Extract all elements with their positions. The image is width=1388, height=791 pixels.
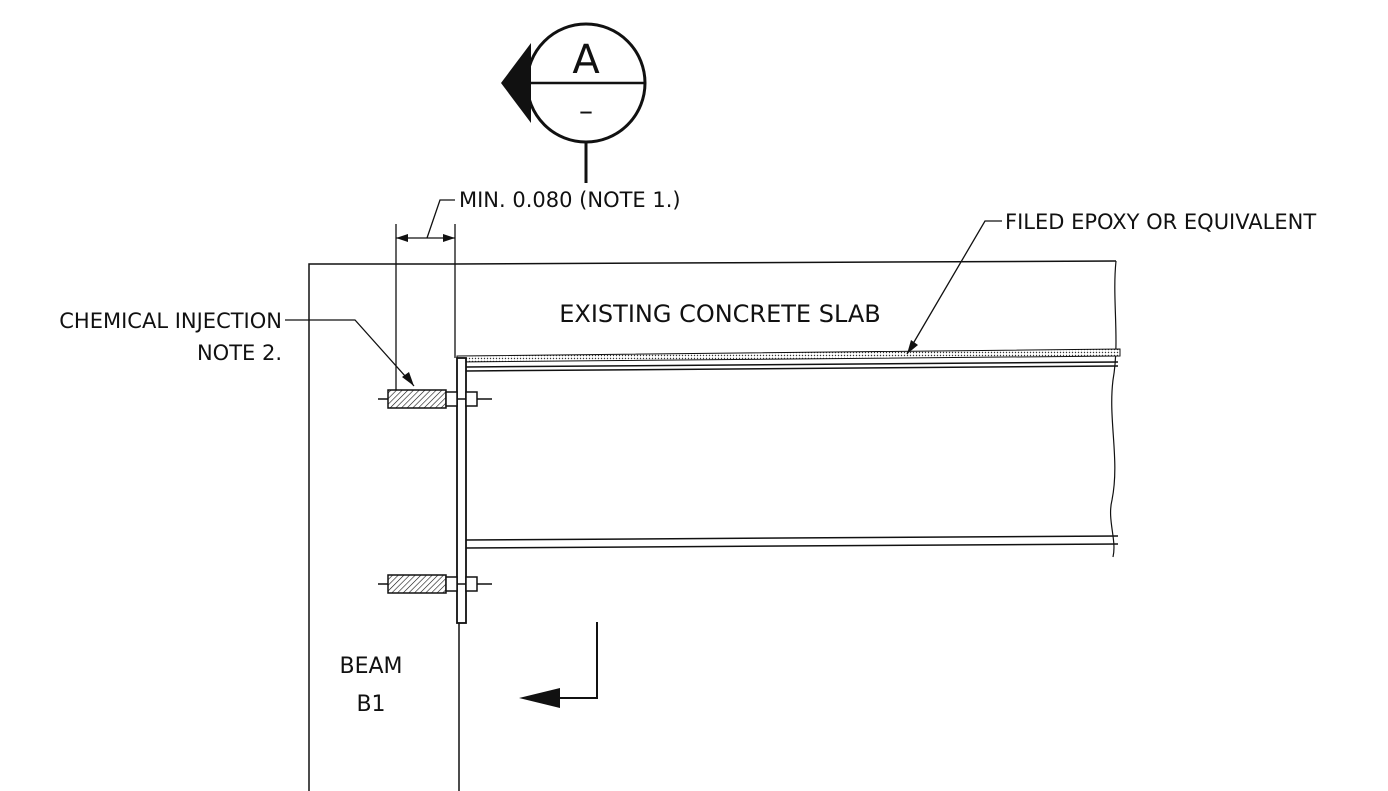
arrow-right-icon bbox=[443, 234, 455, 242]
arrow-left-icon bbox=[396, 234, 408, 242]
bottom-flange-line-2 bbox=[465, 543, 1119, 549]
section-marker: A – bbox=[501, 22, 647, 183]
chemical-injection-callout: CHEMICAL INJECTION NOTE 2. bbox=[59, 309, 415, 387]
epoxy-callout: FILED EPOXY OR EQUIVALENT bbox=[906, 210, 1316, 355]
top-flange-line bbox=[465, 361, 1119, 368]
bottom-flange-line bbox=[465, 535, 1119, 541]
anchor-bolt-top bbox=[378, 389, 492, 409]
epoxy-leader bbox=[906, 220, 1002, 355]
chemical-anchor bbox=[387, 389, 447, 409]
cut-line bbox=[560, 622, 598, 699]
section-cut-arrow bbox=[519, 622, 598, 708]
nut bbox=[465, 391, 478, 407]
section-sheet: – bbox=[579, 94, 593, 127]
end-plate bbox=[456, 357, 467, 624]
min-dimension: MIN. 0.080 (NOTE 1.) bbox=[395, 188, 681, 390]
epoxy-layer bbox=[456, 348, 1121, 363]
beam-outline-left bbox=[308, 263, 455, 791]
min-dimension-label: MIN. 0.080 (NOTE 1.) bbox=[459, 188, 681, 212]
beam-label: BEAM bbox=[339, 654, 402, 679]
top-flange-line-2 bbox=[465, 365, 1119, 372]
epoxy-label: FILED EPOXY OR EQUIVALENT bbox=[1005, 210, 1316, 234]
beam-id-label: B1 bbox=[356, 692, 385, 717]
slab-label: EXISTING CONCRETE SLAB bbox=[559, 300, 881, 328]
anchor-bolt-bottom bbox=[378, 574, 492, 594]
nut bbox=[445, 576, 458, 592]
slab-top-edge bbox=[454, 260, 1117, 265]
leader-arrow-icon bbox=[402, 372, 414, 386]
injection-label: CHEMICAL INJECTION bbox=[59, 309, 282, 333]
chemical-anchor bbox=[387, 574, 447, 594]
existing-slab: EXISTING CONCRETE SLAB bbox=[454, 260, 1121, 558]
section-arrow-icon bbox=[501, 43, 531, 123]
injection-leader bbox=[285, 319, 415, 387]
leader-arrow-icon bbox=[907, 340, 918, 354]
section-letter: A bbox=[572, 37, 600, 83]
nut bbox=[465, 576, 478, 592]
beam-b1: BEAM B1 bbox=[308, 263, 460, 791]
break-line bbox=[1110, 260, 1117, 558]
nut bbox=[445, 391, 458, 407]
dimension-leader bbox=[426, 199, 455, 239]
steel-beam bbox=[456, 357, 1119, 624]
note-2-label: NOTE 2. bbox=[197, 341, 282, 365]
cut-arrow-icon bbox=[519, 688, 560, 708]
